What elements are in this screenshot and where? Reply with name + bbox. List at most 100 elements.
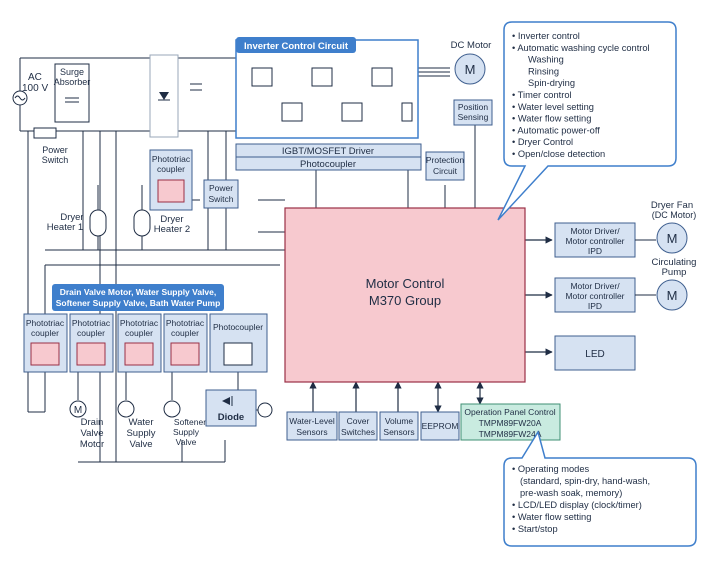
svg-text:Valve: Valve — [176, 437, 197, 447]
svg-text:Dryer Fan: Dryer Fan — [651, 200, 693, 211]
svg-text:IPD: IPD — [588, 301, 602, 311]
callout-line: Rinsing — [528, 66, 559, 76]
svg-text:Photocoupler: Photocoupler — [300, 159, 356, 170]
svg-text:M: M — [667, 231, 678, 246]
svg-text:coupler: coupler — [77, 328, 105, 338]
svg-text:Switch: Switch — [42, 155, 69, 165]
dryer-fan-motor: Dryer Fan (DC Motor) M — [651, 200, 697, 254]
svg-text:Surge: Surge — [60, 67, 84, 77]
callout-line: pre-wash soak, memory) — [520, 488, 622, 498]
callout-top: • Inverter control • Automatic washing cy… — [497, 21, 677, 221]
svg-text:Cover: Cover — [347, 416, 370, 426]
inverter-control-circuit: Inverter Control Circuit — [235, 37, 419, 139]
svg-text:Circuit: Circuit — [433, 166, 458, 176]
callout-line: • Open/close detection — [512, 149, 605, 159]
led-block: LED — [554, 335, 636, 371]
svg-text:M: M — [74, 405, 82, 416]
diode-block: Diode — [205, 389, 273, 427]
svg-text:Softener Supply Valve, Bath Wa: Softener Supply Valve, Bath Water Pump — [56, 298, 221, 308]
svg-text:(DC Motor): (DC Motor) — [652, 210, 697, 220]
callout-line: • Automatic washing cycle control — [512, 43, 650, 53]
svg-text:Supply: Supply — [173, 427, 200, 437]
circulating-pump-motor: Circulating Pump M — [652, 257, 697, 311]
svg-text:Valve: Valve — [129, 439, 152, 450]
callout-line: • Water flow setting — [512, 114, 591, 124]
callout-line: • Start/stop — [512, 524, 558, 534]
igbt-driver-block: IGBT/MOSFET Driver Photocoupler — [235, 143, 422, 171]
phototriac-coupler-2: Phototriac coupler — [69, 313, 114, 373]
callout-top-lines: • Inverter control • Automatic washing cy… — [512, 31, 650, 159]
callout-line: Washing — [528, 55, 564, 65]
svg-text:IGBT/MOSFET Driver: IGBT/MOSFET Driver — [282, 146, 374, 157]
photocoupler-valve: Photocoupler — [209, 313, 268, 373]
phototriac-coupler-dryer: Phototriac coupler — [149, 149, 193, 211]
svg-text:Heater 2: Heater 2 — [154, 224, 190, 235]
svg-text:Drain Valve Motor, Water Suppl: Drain Valve Motor, Water Supply Valve, — [60, 287, 217, 297]
svg-text:coupler: coupler — [157, 164, 185, 174]
svg-text:DC Motor: DC Motor — [451, 40, 492, 51]
svg-text:Phototriac: Phototriac — [120, 318, 159, 328]
svg-text:Supply: Supply — [126, 428, 155, 439]
dryer-heater-2: Dryer Heater 2 — [133, 209, 190, 237]
svg-text:Dryer: Dryer — [160, 214, 183, 225]
svg-text:M: M — [465, 62, 476, 77]
svg-text:Phototriac: Phototriac — [152, 154, 191, 164]
callout-bottom: • Operating modes(standard, spin-dry, ha… — [503, 430, 697, 547]
svg-text:Phototriac: Phototriac — [72, 318, 111, 328]
svg-text:Heater 1: Heater 1 — [47, 222, 83, 233]
svg-text:100 V: 100 V — [22, 83, 48, 94]
svg-text:Diode: Diode — [218, 412, 244, 423]
dryer-heater-1: Dryer Heater 1 — [47, 209, 107, 237]
operation-panel-control: Operation Panel Control TMPM89FW20A TMPM… — [460, 403, 561, 441]
callout-line: • Inverter control — [512, 31, 580, 41]
svg-text:Switches: Switches — [341, 427, 375, 437]
svg-text:Switch: Switch — [208, 194, 233, 204]
cover-switches: Cover Switches — [338, 411, 378, 441]
motor-driver-dryer-fan: Motor Driver/ Motor controller IPD — [554, 222, 656, 258]
svg-text:Phototriac: Phototriac — [26, 318, 65, 328]
callout-line: Spin-drying — [528, 78, 575, 88]
svg-text:Valve: Valve — [80, 428, 103, 439]
callout-line: (standard, spin-dry, hand-wash, — [520, 476, 650, 486]
svg-text:Position: Position — [458, 102, 489, 112]
water-level-sensors: Water-Level Sensors — [286, 411, 338, 441]
phototriac-coupler-1: Phototriac coupler — [23, 313, 68, 373]
protection-circuit: Protection Circuit — [425, 151, 465, 181]
svg-text:Motor Driver/: Motor Driver/ — [570, 226, 620, 236]
svg-text:Sensors: Sensors — [383, 427, 414, 437]
svg-text:Operation Panel Control: Operation Panel Control — [464, 407, 555, 417]
svg-text:Protection: Protection — [426, 155, 465, 165]
svg-text:Water-Level: Water-Level — [289, 416, 335, 426]
callout-line: • Automatic power-off — [512, 125, 600, 135]
callout-line: • LCD/LED display (clock/timer) — [512, 500, 642, 510]
arrows — [309, 236, 553, 413]
svg-text:Phototriac: Phototriac — [166, 318, 205, 328]
svg-text:Drain: Drain — [81, 417, 104, 428]
svg-text:AC: AC — [28, 72, 42, 83]
svg-text:Softener: Softener — [174, 417, 206, 427]
motor-control-mcu: Motor Control M370 Group — [284, 207, 526, 383]
svg-text:Water: Water — [129, 417, 154, 428]
volume-sensors: Volume Sensors — [379, 411, 419, 441]
motor-driver-pump: Motor Driver/ Motor controller IPD — [554, 277, 656, 313]
svg-text:Pump: Pump — [662, 267, 687, 278]
svg-text:coupler: coupler — [125, 328, 153, 338]
svg-text:Circulating: Circulating — [652, 257, 697, 268]
callout-bottom-lines: • Operating modes(standard, spin-dry, ha… — [512, 464, 650, 534]
svg-text:Power: Power — [209, 183, 233, 193]
svg-text:M370 Group: M370 Group — [369, 293, 441, 308]
svg-text:Volume: Volume — [385, 416, 414, 426]
power-switch-sensor: Power Switch — [203, 179, 239, 209]
position-sensing: Position Sensing — [453, 99, 493, 126]
callout-line: • Water level setting — [512, 102, 594, 112]
svg-text:TMPM89FW24A: TMPM89FW24A — [479, 429, 542, 439]
svg-text:M: M — [667, 288, 678, 303]
rectifier — [149, 54, 202, 138]
water-supply-valve: Water Supply Valve — [117, 400, 156, 450]
svg-text:Motor: Motor — [80, 439, 104, 450]
svg-text:Motor controller: Motor controller — [565, 236, 624, 246]
inverter-banner: Inverter Control Circuit — [244, 41, 349, 52]
callout-line: • Dryer Control — [512, 137, 573, 147]
svg-text:LED: LED — [585, 349, 604, 360]
ac-source: AC 100 V — [12, 72, 48, 106]
